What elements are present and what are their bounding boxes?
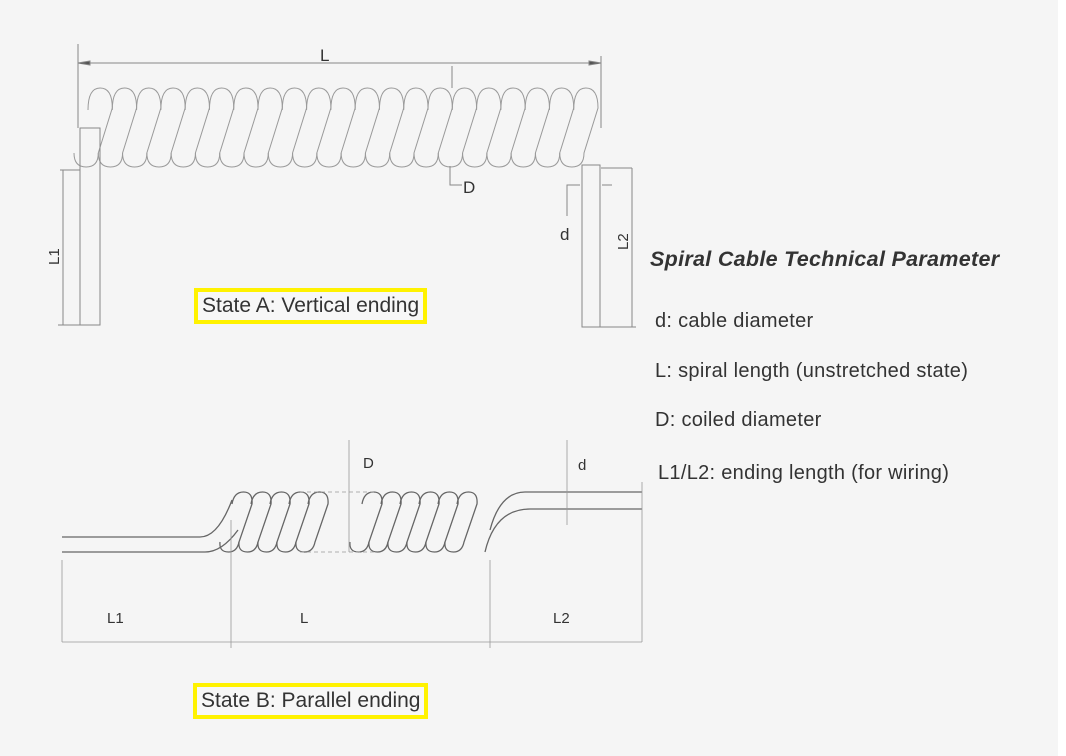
coil-turn xyxy=(243,87,283,168)
coil-turn xyxy=(437,87,478,168)
param-L: L: spiral length (unstretched state) xyxy=(655,360,969,382)
coil-turn xyxy=(276,491,310,553)
state-b-dimensions xyxy=(61,440,643,648)
coil-turn xyxy=(486,87,526,168)
coil-turn xyxy=(534,87,575,168)
state-b-label: State B: Parallel ending xyxy=(193,683,429,719)
coil-turn xyxy=(559,87,599,168)
coil-turn xyxy=(146,87,186,168)
label-D: D xyxy=(463,178,475,197)
coil-turn xyxy=(462,87,502,168)
coil-turn xyxy=(219,87,259,168)
state-b-leads xyxy=(62,491,642,553)
label-L1: L1 xyxy=(46,248,63,265)
label-d: d xyxy=(560,225,569,244)
coil-turn xyxy=(510,87,550,168)
param-D: D: coiled diameter xyxy=(655,409,822,431)
coil-turn xyxy=(194,87,235,168)
coil-turn xyxy=(406,491,440,553)
coil-turn xyxy=(97,87,138,168)
coil-turn xyxy=(238,491,272,553)
coil-turn xyxy=(292,87,332,168)
coil-turn xyxy=(340,87,380,168)
lead-right xyxy=(581,164,601,328)
coil-turn xyxy=(170,87,210,168)
label-L2: L2 xyxy=(615,233,632,250)
label-L1-b: L1 xyxy=(107,610,124,627)
coil-turn xyxy=(257,491,291,553)
lead-left-bottom xyxy=(62,529,239,553)
lead-right-top xyxy=(489,491,642,531)
param-d: d: cable diameter xyxy=(655,310,814,332)
coil-turn xyxy=(267,87,308,168)
lead-left-top xyxy=(62,499,233,538)
coil-turn xyxy=(295,491,329,553)
coil-turn xyxy=(389,87,429,168)
coil-turn xyxy=(316,87,356,168)
parameters-title: Spiral Cable Technical Parameter xyxy=(650,247,1000,271)
label-L: L xyxy=(320,46,329,65)
lead-left xyxy=(79,127,101,326)
label-L2-b: L2 xyxy=(553,610,570,627)
label-D-b: D xyxy=(363,455,374,472)
coil-turn xyxy=(387,491,421,553)
coil-turn xyxy=(368,491,402,553)
label-d-b: d xyxy=(578,457,586,474)
coil-turn xyxy=(364,87,405,168)
state-a-label: State A: Vertical ending xyxy=(194,288,428,324)
dim-D-leader xyxy=(449,166,462,186)
coil-turn xyxy=(413,87,453,168)
state-a-leads xyxy=(58,44,636,328)
coil-turn xyxy=(444,491,478,553)
coil-turn xyxy=(219,491,253,553)
coil-turn xyxy=(349,491,383,553)
label-L-b: L xyxy=(300,610,308,627)
coil-turn xyxy=(425,491,459,553)
coil-state-a xyxy=(73,87,599,168)
coil-state-b xyxy=(219,491,478,553)
lead-right-bottom xyxy=(484,508,642,553)
param-L1-L2: L1/L2: ending length (for wiring) xyxy=(658,462,950,484)
coil-turn xyxy=(122,87,162,168)
